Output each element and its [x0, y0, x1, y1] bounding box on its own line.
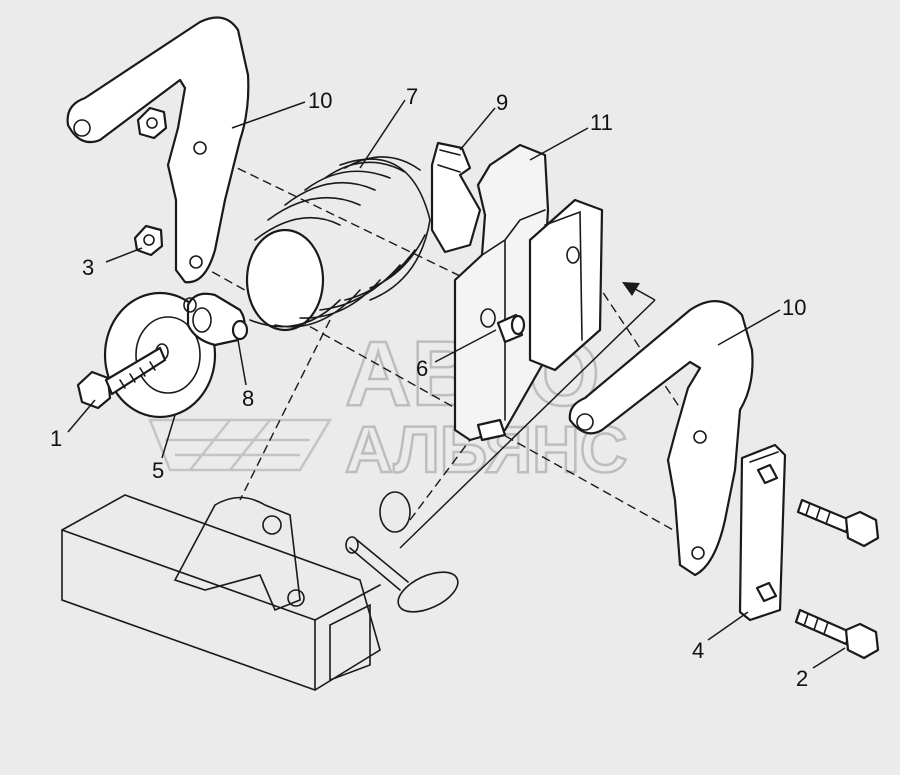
bolt-1 [76, 346, 167, 410]
callouts: 10 7 9 11 3 10 6 8 1 5 4 2 [50, 84, 808, 691]
callout-5: 5 [152, 458, 164, 483]
callout-10-right: 10 [782, 295, 806, 320]
clip-9 [430, 141, 482, 254]
callout-9: 9 [496, 90, 508, 115]
pin-and-ring [345, 491, 459, 613]
direction-arrow [399, 282, 656, 549]
spring-7 [245, 156, 431, 332]
plate-10-right [568, 300, 754, 577]
strap-4 [738, 443, 787, 622]
bolt-2 [794, 498, 880, 660]
callout-10-left: 10 [308, 88, 332, 113]
nut-3 [133, 106, 168, 257]
callout-7: 7 [406, 84, 418, 109]
pin-6 [496, 313, 526, 344]
bushing-8 [183, 292, 249, 347]
callout-4: 4 [692, 638, 704, 663]
callout-leaders [67, 99, 846, 669]
bracket-11-back [528, 198, 604, 372]
callout-2: 2 [796, 666, 808, 691]
plate-10-left [66, 16, 250, 284]
callout-3: 3 [82, 255, 94, 280]
callout-11: 11 [590, 110, 613, 135]
callout-8: 8 [242, 386, 254, 411]
plate-11 [453, 143, 550, 442]
base-tube [61, 494, 381, 691]
watermark-logo [148, 418, 333, 472]
callout-1: 1 [50, 426, 62, 451]
callout-6: 6 [416, 356, 428, 381]
